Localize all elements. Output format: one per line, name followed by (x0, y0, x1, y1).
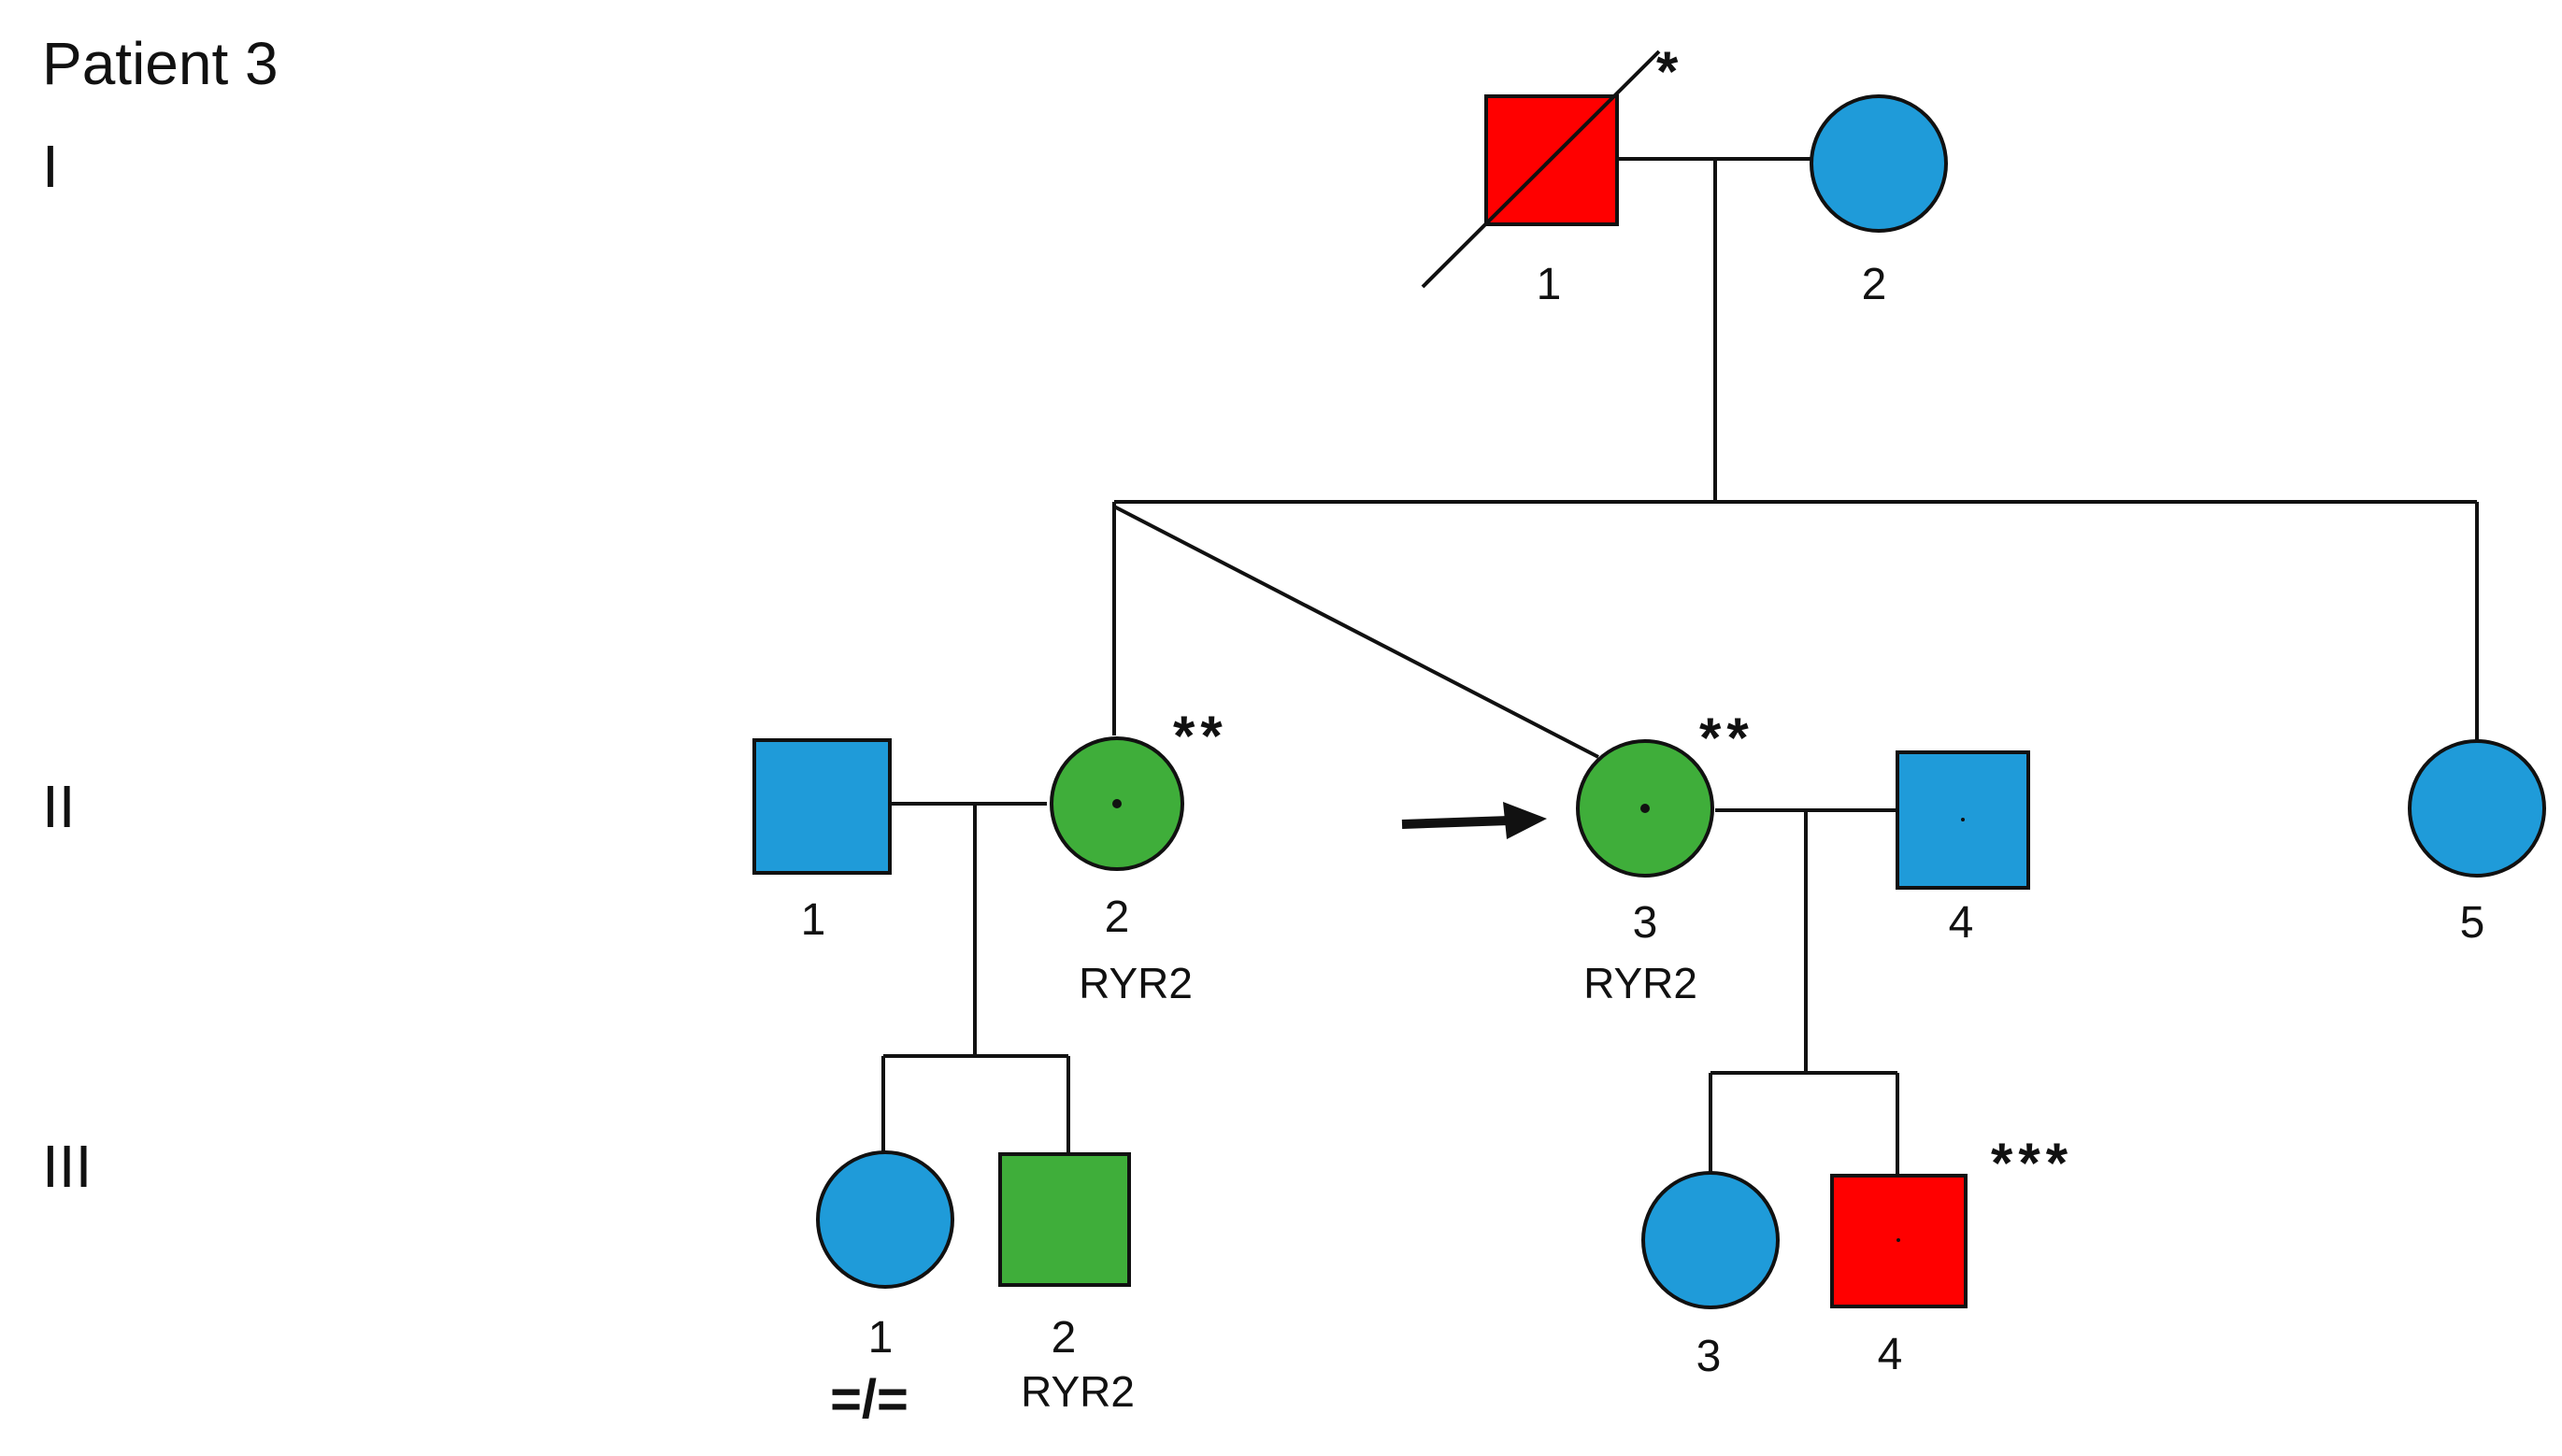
label-iii3: 3 (1696, 1332, 1722, 1381)
unaffected-female-circle (1810, 94, 1948, 233)
label-i2: 2 (1862, 260, 1887, 309)
proband-arrow-head (1503, 802, 1547, 839)
unaffected-male-square (752, 738, 892, 875)
carrier-dot (1640, 804, 1650, 813)
gene-label-ii2: RYR2 (1079, 959, 1193, 1007)
label-i1: 1 (1537, 260, 1562, 309)
proband-arrow (1401, 802, 1547, 839)
generation-label-ii: II (42, 773, 76, 840)
individual-i1: * 1 (1421, 40, 1683, 309)
note-iii1: =/= (830, 1369, 909, 1430)
center-dot (1896, 1238, 1900, 1242)
unaffected-male-square (1896, 750, 2030, 890)
marker-ii2: ** (1173, 705, 1228, 767)
individual-ii2: ** 2 RYR2 (1050, 705, 1228, 1007)
label-ii4: 4 (1949, 898, 1974, 948)
diagram-title: Patient 3 (42, 30, 279, 97)
unaffected-female-circle (816, 1150, 954, 1289)
unaffected-female-circle (1641, 1171, 1780, 1309)
individual-iii3: 3 (1641, 1171, 1780, 1381)
label-iii2: 2 (1052, 1313, 1077, 1363)
marker-iii4: *** (1991, 1132, 2073, 1194)
generation-label-i: I (42, 133, 59, 200)
label-ii2: 2 (1105, 892, 1130, 942)
deceased-slash (1421, 50, 1661, 289)
label-ii3: 3 (1633, 898, 1658, 948)
label-iii1: 1 (868, 1313, 894, 1363)
center-dot (1961, 818, 1965, 821)
proband-arrow-shaft (1401, 816, 1510, 829)
generation-label-iii: III (42, 1133, 92, 1200)
individual-iii4: *** 4 (1830, 1132, 2073, 1379)
carrier-dot (1112, 799, 1122, 808)
unaffected-female-circle (2408, 739, 2546, 878)
gene-label-iii2: RYR2 (1021, 1367, 1135, 1416)
label-iii4: 4 (1878, 1330, 1903, 1379)
individual-ii3: ** 3 RYR2 (1576, 707, 1754, 1007)
individual-ii4: 4 (1896, 750, 2030, 948)
marker-i1: * (1656, 40, 1683, 103)
gene-label-ii3: RYR2 (1583, 959, 1697, 1007)
label-ii1: 1 (801, 895, 826, 945)
individual-ii5: 5 (2408, 739, 2546, 948)
label-ii5: 5 (2460, 898, 2485, 948)
individual-iii1: 1 =/= (816, 1150, 954, 1430)
individual-ii1: 1 (752, 738, 892, 945)
marker-ii3: ** (1699, 707, 1754, 769)
carrier-male-square (998, 1152, 1131, 1287)
individual-i2: 2 (1810, 94, 1948, 309)
child-line-ii3 (1113, 505, 1599, 759)
individual-iii2: 2 RYR2 (998, 1152, 1135, 1416)
